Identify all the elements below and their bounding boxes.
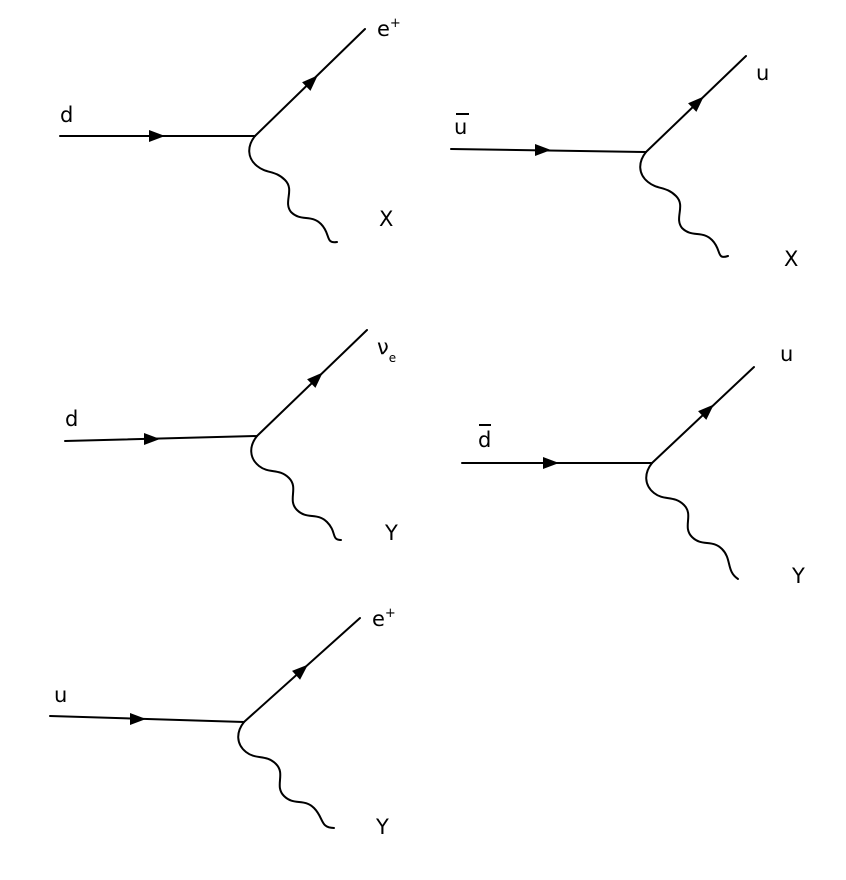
incoming-particle-label: d bbox=[478, 428, 491, 452]
incoming-arrow bbox=[535, 144, 551, 156]
incoming-arrow bbox=[144, 433, 160, 445]
incoming-particle-label: d bbox=[60, 103, 73, 127]
outgoing-arrow bbox=[688, 96, 704, 112]
boson-wavy-line bbox=[645, 462, 739, 580]
diagram-3: d νe Y bbox=[64, 329, 398, 545]
incoming-fermion-line bbox=[49, 715, 245, 723]
boson-label: Y bbox=[791, 564, 805, 588]
outgoing-particle-label: νe bbox=[377, 335, 396, 365]
diagram-1: d e+ X bbox=[59, 16, 401, 244]
outgoing-particle-label: u bbox=[756, 61, 769, 85]
incoming-particle-label: u bbox=[454, 115, 467, 139]
boson-wavy-line bbox=[250, 435, 342, 541]
incoming-fermion-line bbox=[64, 435, 258, 442]
boson-label: Y bbox=[375, 815, 389, 839]
outgoing-arrow bbox=[292, 664, 308, 680]
incoming-arrow bbox=[130, 713, 146, 725]
incoming-particle-label: u bbox=[54, 683, 67, 707]
boson-wavy-line bbox=[237, 721, 335, 829]
boson-wavy-line bbox=[639, 151, 729, 258]
outgoing-arrow bbox=[698, 404, 714, 420]
diagram-4: d u Y bbox=[461, 342, 805, 588]
boson-label: X bbox=[784, 247, 798, 271]
outgoing-particle-label: u bbox=[780, 342, 793, 366]
boson-label: X bbox=[379, 207, 393, 231]
outgoing-particle-label: e+ bbox=[377, 16, 401, 41]
diagram-2: u u X bbox=[450, 55, 798, 271]
boson-wavy-line bbox=[248, 135, 338, 244]
incoming-arrow bbox=[149, 130, 165, 142]
outgoing-arrow bbox=[302, 75, 318, 91]
outgoing-particle-label: e+ bbox=[372, 606, 396, 631]
diagram-5: u e+ Y bbox=[49, 606, 396, 839]
incoming-particle-label: d bbox=[65, 407, 78, 431]
outgoing-arrow bbox=[307, 372, 323, 388]
boson-label: Y bbox=[384, 521, 398, 545]
incoming-arrow bbox=[543, 457, 559, 469]
